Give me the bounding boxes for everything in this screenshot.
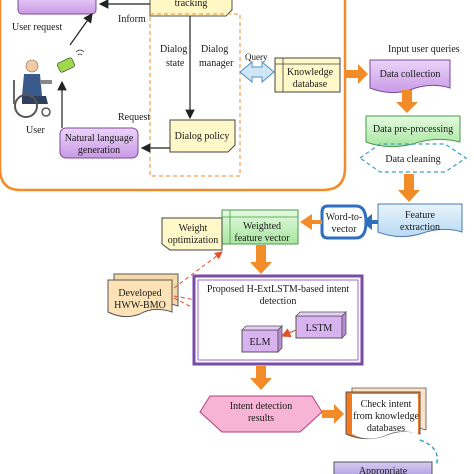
orange-arrow-right [346,64,368,84]
tracking-box [149,0,233,17]
query-double-arrow [239,60,275,84]
arrow-down-2 [398,174,420,202]
hww-bmo-label: HWW-BMO [114,300,166,311]
query-label: Query [245,52,268,62]
dialog-state-label: Dialog [160,44,187,55]
developed-hww-bmo-box [107,273,179,318]
intent-results-label: Intent detection [230,401,292,412]
dialog-manager-label-2: manager [199,58,234,69]
data-cleaning-label: Data cleaning [385,154,440,165]
arrow-down-3 [250,245,272,274]
user-request-label: User request [12,22,62,33]
word-to-vector-label-2: vector [332,224,358,235]
check-intent-box [345,387,427,440]
tracking-label: tracking [175,0,208,9]
weight-optimization-box [161,217,223,251]
phone-icon [56,49,85,73]
knowledge-database-box [274,57,341,93]
lstm-label: LSTM [306,323,333,334]
check-intent-label-3: databases [367,423,405,434]
input-user-queries-label: Input user queries [388,44,460,55]
appropriate-box [333,461,433,474]
arrow-right-2 [322,404,344,424]
weighted-feature-vector-label-2: feature vector [234,233,290,244]
data-preprocessing-label: Data pre-processing [373,124,453,135]
knowledge-database-label: Knowledge [287,67,334,78]
word-to-vector-label: Word-to- [326,212,362,223]
arrow-down-4 [250,366,272,390]
knowledge-database-label-2: database [293,79,328,90]
elm-label: ELM [249,337,270,348]
check-intent-label: Check intent [361,399,412,410]
nlg-box [59,127,139,159]
weight-optimization-label-2: optimization [168,235,219,246]
arrow-left-blue [362,214,378,230]
intent-detection-results-shape [199,395,323,433]
intent-results-label-2: results [248,413,274,424]
word-to-vector-box [320,204,368,240]
user-label: User [26,125,46,136]
dialog-state-label-2: state [166,58,185,69]
nlg-label: Natural language [65,133,134,144]
dialog-policy-label: Dialog policy [175,131,230,142]
feature-extraction-box [377,203,463,238]
dialog-policy-box [169,119,236,153]
appropriate-label: Appropriate [359,466,408,474]
dialog-system-container [0,0,347,192]
wheelchair-user-icon [13,59,52,118]
arrow-down-1 [396,90,418,113]
check-intent-label-2: from knowledge [353,411,419,422]
data-cleaning-shape [358,143,468,173]
feature-extraction-label: Feature [405,210,436,221]
proposed-title-2: detection [260,296,297,307]
data-collection-label: Data collection [380,69,441,80]
arrow-left-orange [300,214,322,230]
dialog-manager-region [149,13,241,177]
developed-label: Developed [118,288,161,299]
feature-extraction-label-2: extraction [400,222,440,233]
proposed-title: Proposed H-ExtLSTM-based intent [207,284,349,295]
weight-optimization-label: Weight [179,223,208,234]
top-purple-box [17,0,97,15]
elm-box [241,325,283,353]
request-label: Request [118,112,150,123]
inform-label: Inform [118,14,146,25]
nlg-label-2: generation [78,145,120,156]
lstm-box [295,311,347,339]
data-collection-box [369,59,451,94]
dashed-arrow-appropriate [419,439,438,467]
weighted-feature-vector-label: Weighted [243,221,281,232]
dialog-manager-label: Dialog [201,44,228,55]
